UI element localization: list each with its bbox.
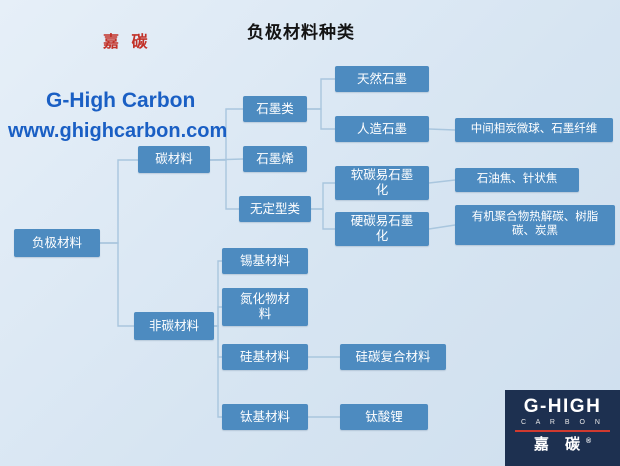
logo-carbon-text: C A R B O N bbox=[521, 419, 604, 426]
logo-wordmark: G-HIGH bbox=[523, 396, 602, 417]
node-nitride-materials: 氮化物材料 bbox=[222, 288, 308, 326]
brand-top-text: 嘉 碳 bbox=[103, 34, 152, 51]
logo-chinese-brand: 嘉 碳® bbox=[534, 437, 591, 452]
node-organic-pyrolytic-carbon: 有机聚合物热解碳、树脂碳、炭黑 bbox=[455, 205, 615, 245]
node-lithium-titanate: 钛酸锂 bbox=[340, 404, 428, 430]
watermark-url: www.ghighcarbon.com bbox=[8, 120, 228, 142]
node-root-anode-materials: 负极材料 bbox=[14, 229, 100, 257]
node-graphene: 石墨烯 bbox=[243, 146, 307, 172]
node-mcmb-graphite-fiber: 中间相炭微球、石墨纤维 bbox=[455, 118, 613, 142]
node-titanium-based: 钛基材料 bbox=[222, 404, 308, 430]
logo-chinese-text: 嘉 碳 bbox=[533, 436, 586, 453]
node-graphite-class: 石墨类 bbox=[243, 96, 307, 122]
node-artificial-graphite: 人造石墨 bbox=[335, 116, 429, 142]
node-soft-carbon: 软碳易石墨化 bbox=[335, 166, 429, 200]
watermark-company: G-High Carbon bbox=[46, 89, 196, 112]
node-tin-based: 锡基材料 bbox=[222, 248, 308, 274]
g-high-logo: G-HIGH C A R B O N 嘉 碳® bbox=[505, 390, 620, 466]
node-silicon-carbon-composite: 硅碳复合材料 bbox=[340, 344, 446, 370]
node-non-carbon-materials: 非碳材料 bbox=[134, 312, 214, 340]
node-natural-graphite: 天然石墨 bbox=[335, 66, 429, 92]
node-silicon-based: 硅基材料 bbox=[222, 344, 308, 370]
registered-trademark-mark: ® bbox=[586, 438, 592, 445]
logo-red-divider bbox=[515, 430, 610, 432]
node-petroleum-needle-coke: 石油焦、针状焦 bbox=[455, 168, 579, 192]
page-title: 负极材料种类 bbox=[247, 23, 355, 42]
node-hard-carbon: 硬碳易石墨化 bbox=[335, 212, 429, 246]
node-amorphous-class: 无定型类 bbox=[239, 196, 311, 222]
node-carbon-materials: 碳材料 bbox=[138, 146, 210, 173]
